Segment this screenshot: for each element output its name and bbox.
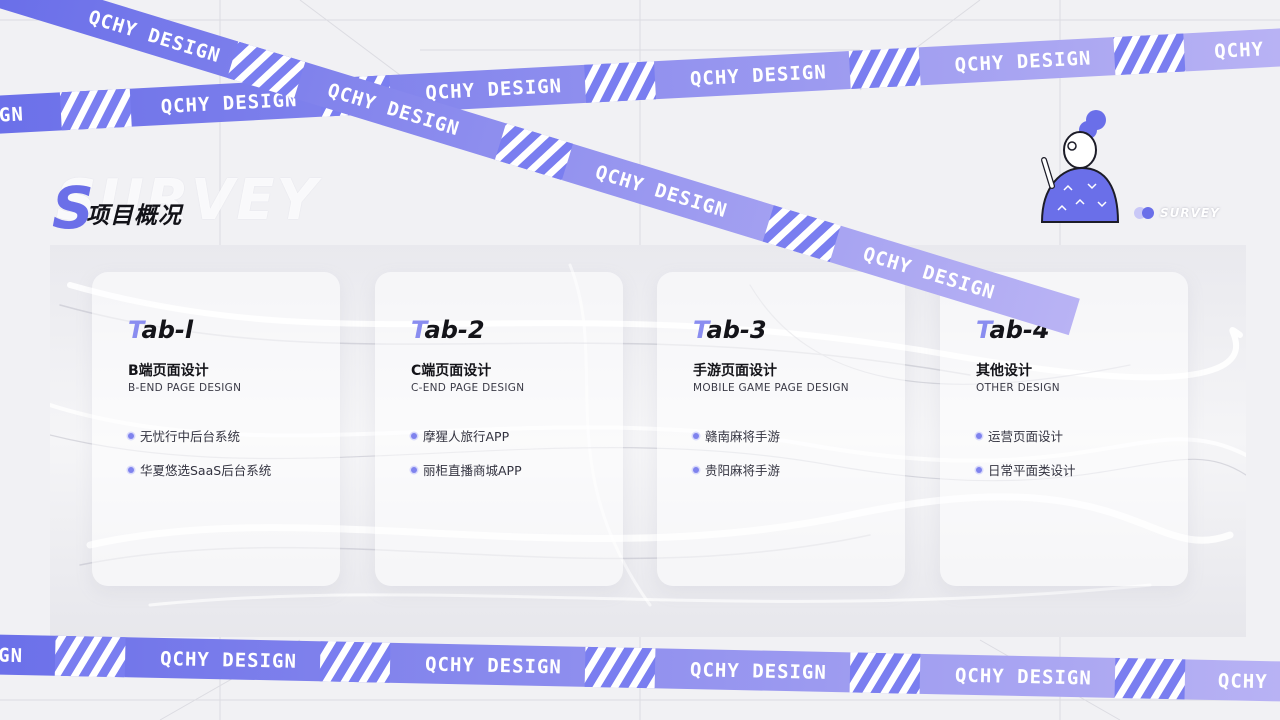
list-item: 丽柜直播商城APP xyxy=(411,460,522,479)
list-item: 运营页面设计 xyxy=(976,426,1063,445)
bullet-icon xyxy=(693,466,699,473)
list-item: 日常平面类设计 xyxy=(976,460,1076,479)
card-tab-2[interactable]: Tab-2 C端页面设计 C-END PAGE DESIGN 摩猩人旅行APP … xyxy=(375,272,623,586)
survey-tag-label: SURVEY xyxy=(1160,206,1220,220)
bullet-icon xyxy=(693,432,699,439)
list-item: 无忧行中后台系统 xyxy=(128,426,240,445)
card-tab-3[interactable]: Tab-3 手游页面设计 MOBILE GAME PAGE DESIGN 赣南麻… xyxy=(657,272,905,586)
bullet-icon xyxy=(976,466,982,473)
bullet-icon xyxy=(411,466,417,473)
survey-tag: SURVEY xyxy=(1134,206,1220,220)
card-title-cn: C端页面设计 xyxy=(411,363,492,379)
bullet-icon xyxy=(128,432,134,439)
dot-icon xyxy=(1142,207,1154,219)
card-tab-label: Tab-4 xyxy=(976,316,1050,344)
card-title-cn: 其他设计 xyxy=(976,363,1032,379)
card-title-en: B-END PAGE DESIGN xyxy=(128,382,242,394)
card-tab-label: Tab-l xyxy=(128,316,194,344)
list-item: 赣南麻将手游 xyxy=(693,426,780,445)
bullet-icon xyxy=(411,432,417,439)
character-illustration-icon xyxy=(1040,110,1120,223)
card-title-en: MOBILE GAME PAGE DESIGN xyxy=(693,382,849,394)
list-item: 华夏悠选SaaS后台系统 xyxy=(128,460,271,479)
page-title: 项目概况 xyxy=(86,203,182,229)
card-title-cn: 手游页面设计 xyxy=(693,363,777,379)
card-title-en: C-END PAGE DESIGN xyxy=(411,382,525,394)
card-tab-label: Tab-2 xyxy=(411,316,485,344)
card-title-en: OTHER DESIGN xyxy=(976,382,1060,394)
card-tab-1[interactable]: Tab-l B端页面设计 B-END PAGE DESIGN 无忧行中后台系统 … xyxy=(92,272,340,586)
list-item: 摩猩人旅行APP xyxy=(411,426,509,445)
list-item: 贵阳麻将手游 xyxy=(693,460,780,479)
card-title-cn: B端页面设计 xyxy=(128,363,209,379)
bullet-icon xyxy=(976,432,982,439)
bullet-icon xyxy=(128,466,134,473)
card-tab-label: Tab-3 xyxy=(693,316,767,344)
card-tab-4[interactable]: Tab-4 其他设计 OTHER DESIGN 运营页面设计 日常平面类设计 xyxy=(940,272,1188,586)
